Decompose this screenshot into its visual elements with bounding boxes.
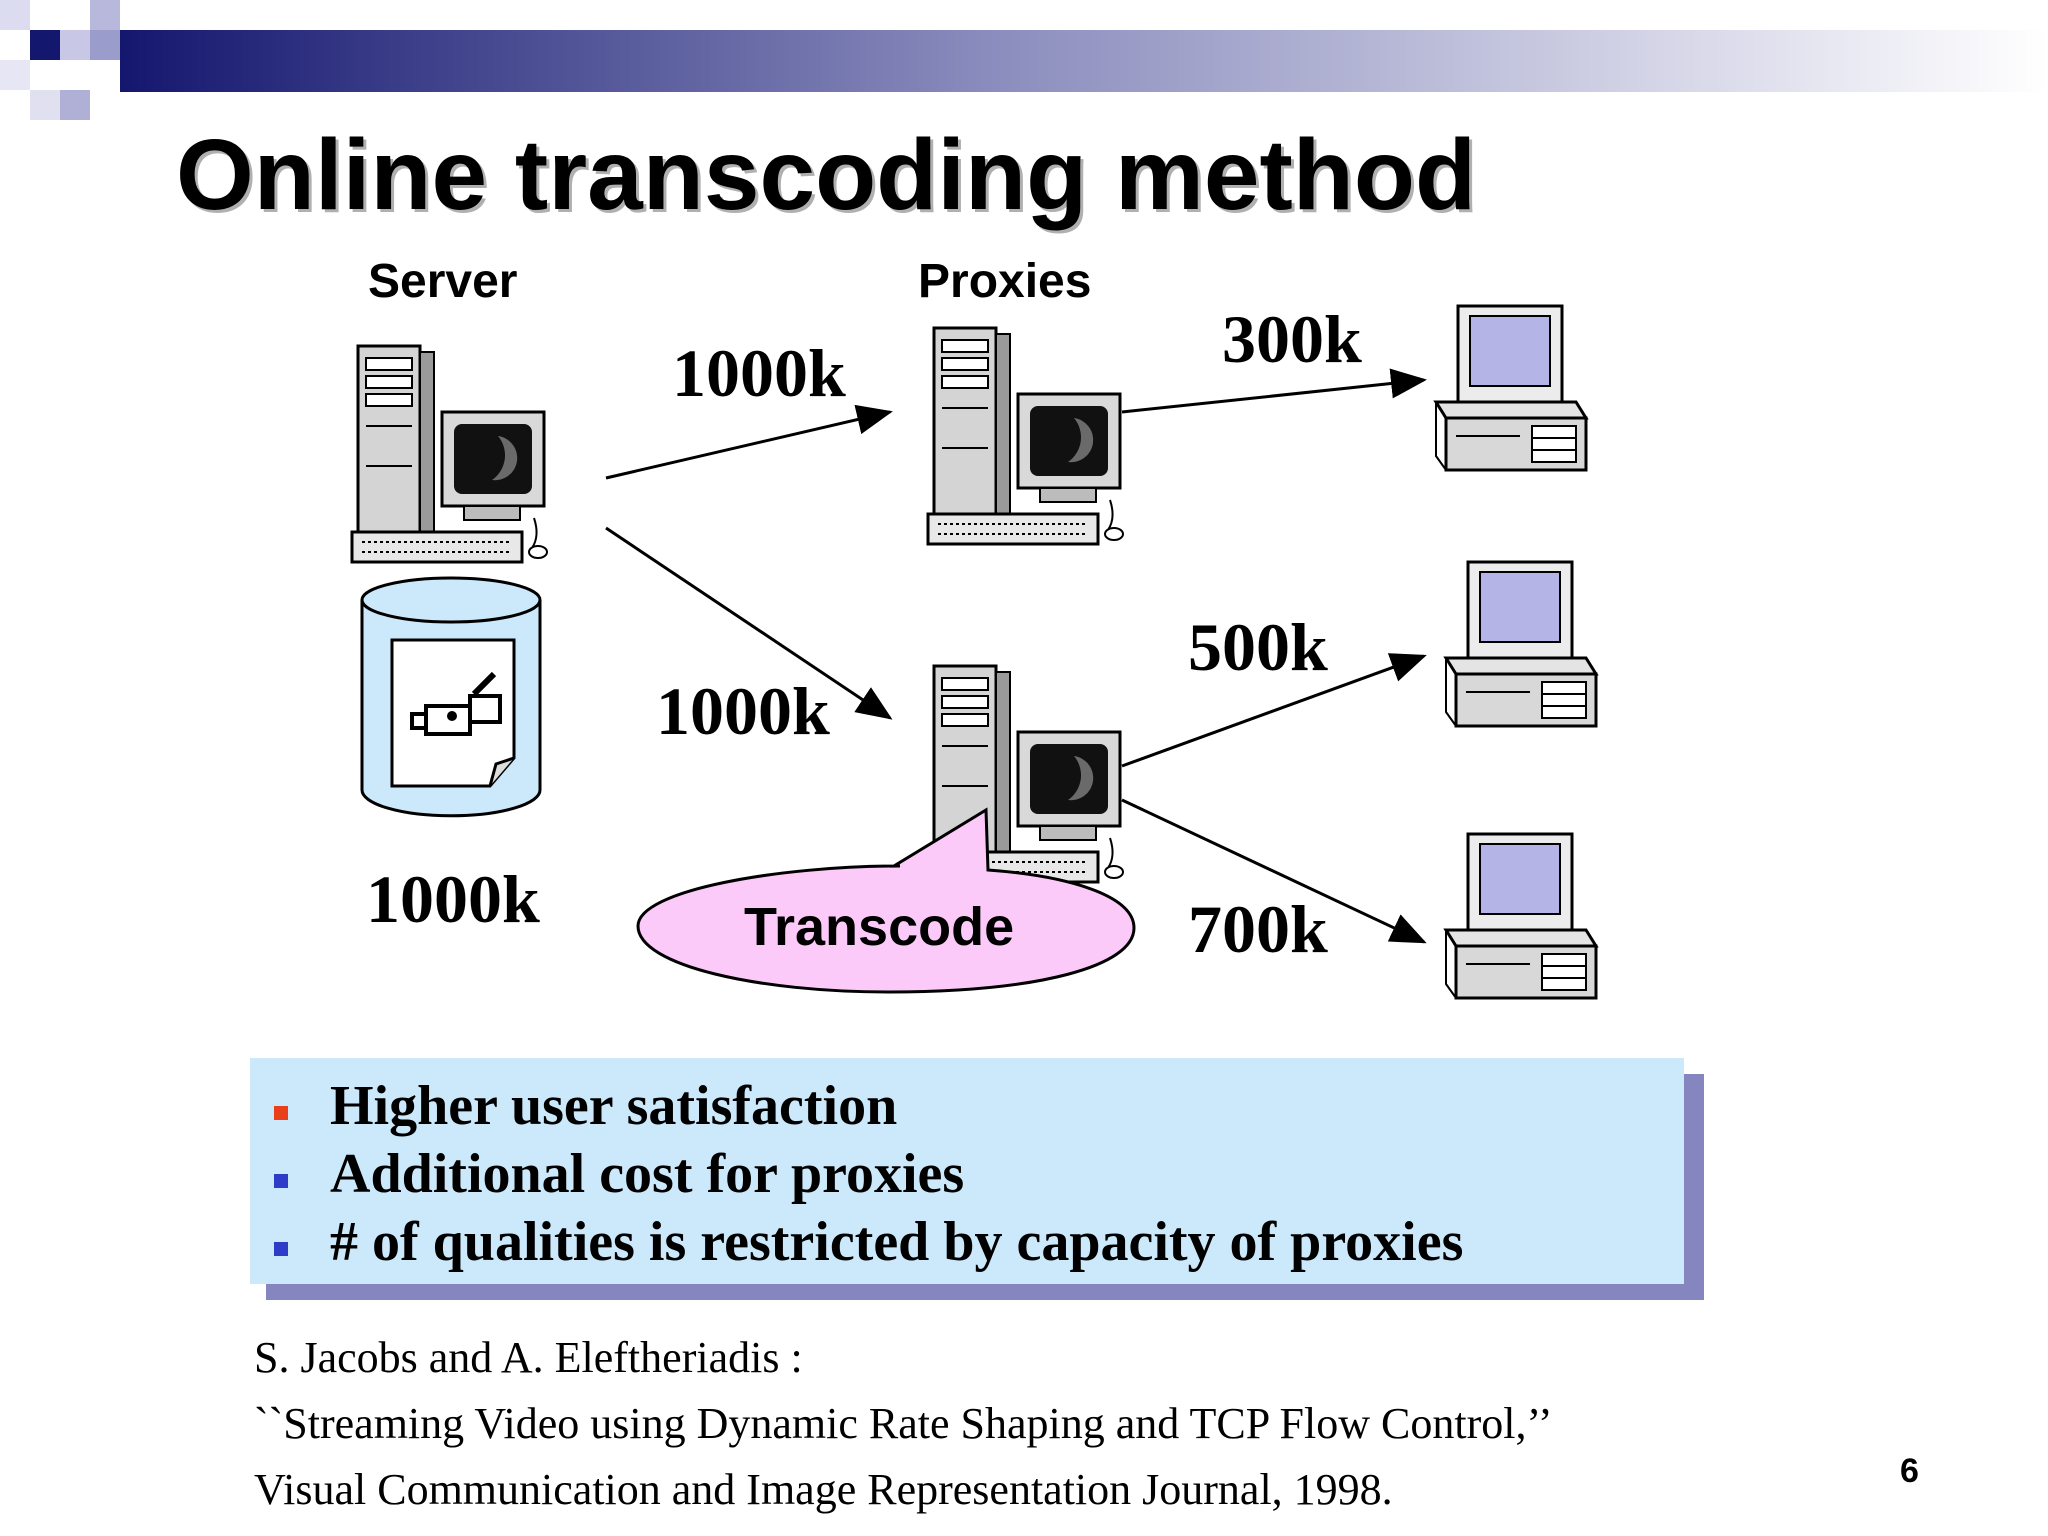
bullet-text: Higher user satisfaction <box>330 1075 898 1137</box>
rate-label-server-proxy-top: 1000k <box>672 335 846 411</box>
header-square <box>90 30 120 60</box>
arrow-server-to-proxy-top <box>605 404 893 480</box>
list-item: Higher user satisfaction <box>250 1072 1684 1140</box>
square-bullet-icon <box>274 1242 288 1256</box>
header-gradient-bar <box>120 30 2048 92</box>
proxy-computer-icon <box>926 326 1125 546</box>
header-square <box>60 90 90 120</box>
bullet-text: # of qualities is restricted by capacity… <box>330 1211 1464 1273</box>
header-decoration <box>0 0 2048 120</box>
rate-label-storage: 1000k <box>366 861 540 937</box>
page-number: 6 <box>1900 1452 1919 1490</box>
citation-authors: S. Jacobs and A. Eleftheriadis : <box>254 1333 803 1382</box>
header-square <box>0 60 30 90</box>
transcode-callout-label: Transcode <box>744 897 1015 957</box>
square-bullet-icon <box>274 1174 288 1188</box>
header-square <box>30 30 60 60</box>
rate-label-client: 300k <box>1222 301 1362 377</box>
bullet-box: Higher user satisfaction Additional cost… <box>250 1058 1684 1284</box>
citation-journal: Visual Communication and Image Represent… <box>254 1465 1393 1514</box>
bullet-text: Additional cost for proxies <box>330 1143 965 1205</box>
arrow-proxy-to-client-300k <box>1121 368 1427 414</box>
rate-label-client: 500k <box>1188 609 1328 685</box>
rate-label-client: 700k <box>1188 891 1328 967</box>
citation-title: ``Streaming Video using Dynamic Rate Sha… <box>254 1399 1553 1448</box>
page-title: Online transcoding method <box>176 119 1477 231</box>
square-bullet-icon <box>274 1106 288 1120</box>
proxies-label: Proxies <box>918 255 1092 308</box>
header-square <box>0 0 30 30</box>
client-computer-icon <box>1434 304 1588 472</box>
rate-label-server-proxy-bottom: 1000k <box>656 673 830 749</box>
arrow-server-to-proxy-bottom <box>605 526 893 720</box>
server-label: Server <box>368 255 518 308</box>
client-computer-icon <box>1444 560 1598 728</box>
transcode-callout-bubble <box>636 807 1136 994</box>
list-item: # of qualities is restricted by capacity… <box>250 1208 1684 1276</box>
header-square <box>60 30 90 60</box>
video-storage-icon <box>360 576 542 818</box>
arrow-proxy-to-client-700k <box>1121 798 1427 944</box>
list-item: Additional cost for proxies <box>250 1140 1684 1208</box>
server-computer-icon <box>350 344 549 564</box>
header-square <box>30 90 60 120</box>
network-diagram <box>350 304 1598 1000</box>
client-computer-icon <box>1444 832 1598 1000</box>
header-square <box>90 0 120 30</box>
arrow-proxy-to-client-500k <box>1121 653 1427 768</box>
